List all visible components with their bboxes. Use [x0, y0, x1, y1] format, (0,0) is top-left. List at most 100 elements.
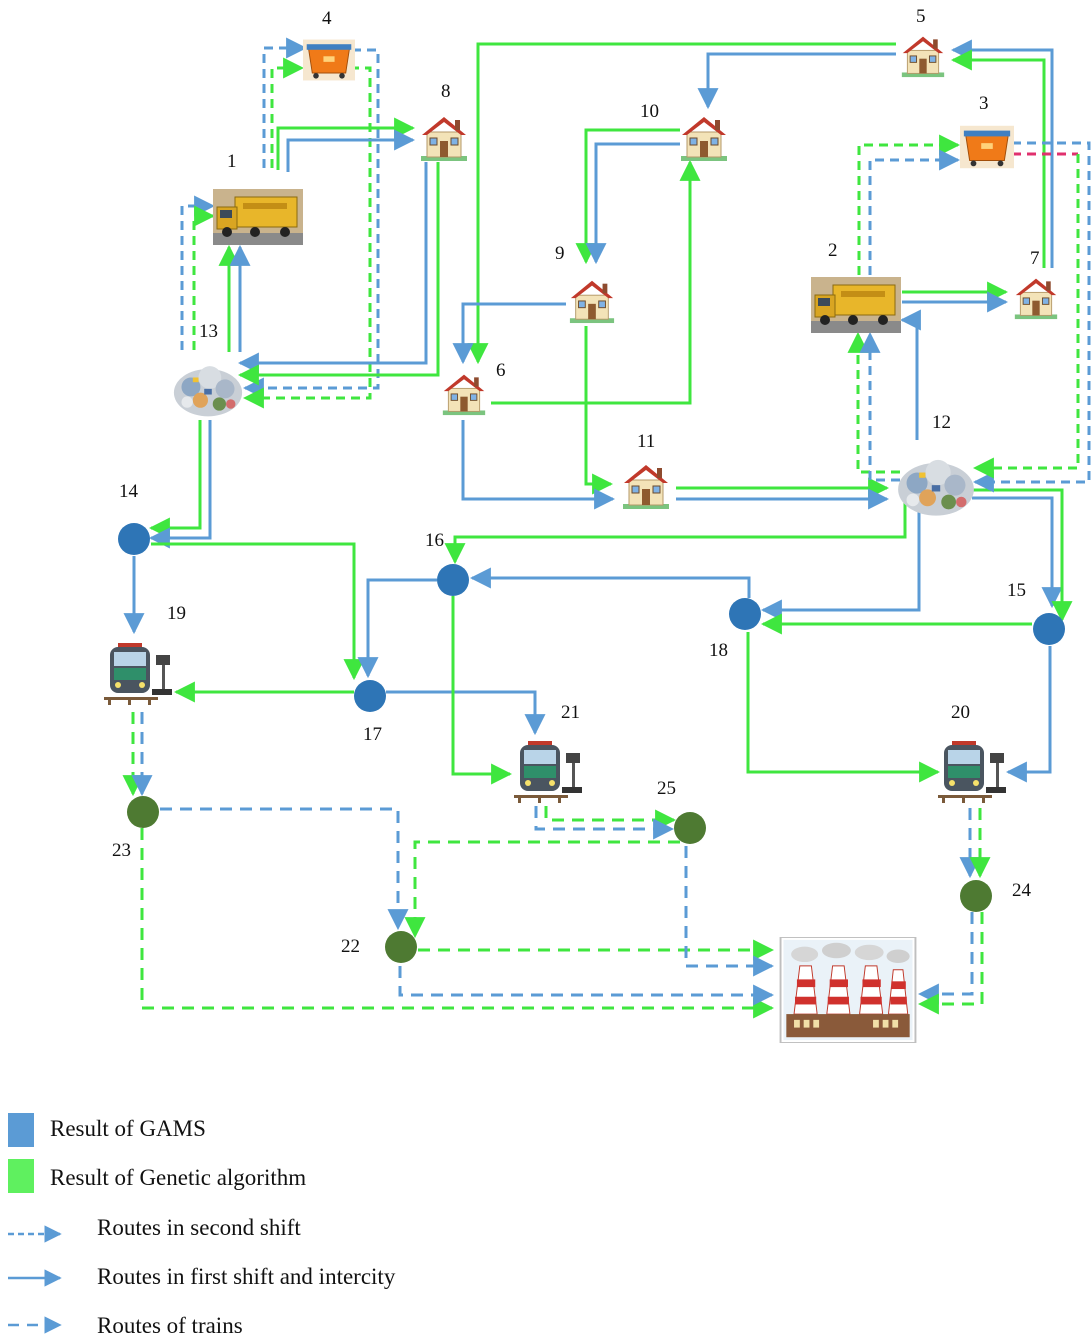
node-label: 21	[561, 702, 580, 723]
legend: Result of GAMS Result of Genetic algorit…	[8, 1113, 396, 1338]
edge-12-2-gams	[902, 320, 917, 440]
junction-dot	[729, 598, 761, 630]
edge-21-25-gams	[536, 806, 672, 829]
junction-dot	[118, 523, 150, 555]
house-icon	[623, 465, 669, 509]
node-label: 5	[916, 6, 926, 27]
node-label: 17	[363, 724, 382, 745]
junction-dot	[385, 931, 417, 963]
node-label: 8	[441, 81, 451, 102]
junction-dot	[127, 796, 159, 828]
node-13-waste-pile: 13	[174, 321, 242, 416]
legend-item-genetic: Result of Genetic algorithm	[8, 1159, 306, 1193]
node-label: 12	[932, 412, 951, 433]
edge-16-21-ga	[453, 596, 510, 774]
train-icon	[938, 741, 1006, 803]
node-label: 11	[637, 431, 655, 452]
edge-5-10-gams	[708, 54, 896, 107]
edge-13-14-ga	[151, 420, 200, 528]
node-label: 15	[1007, 580, 1026, 601]
node-label: 16	[425, 530, 444, 551]
edge-16-17-gams	[368, 580, 437, 676]
node-2-truck-depot: 2	[811, 240, 901, 333]
legend-label: Routes of trains	[97, 1313, 243, 1338]
edge-25-plant-gams	[686, 846, 772, 966]
legend-item-gams: Result of GAMS	[8, 1113, 206, 1147]
edge-2-3-ga	[859, 145, 958, 275]
house-icon	[902, 37, 944, 77]
junction-dot	[437, 564, 469, 596]
node-23-junction: 23	[112, 796, 159, 861]
edge-24-plant-gams	[920, 912, 972, 994]
truck-icon	[213, 189, 303, 245]
edge-12-2-gams-second	[870, 334, 900, 480]
house-icon	[421, 117, 467, 161]
node-16-junction: 16	[425, 530, 469, 596]
node-label: 23	[112, 840, 131, 861]
node-22-junction: 22	[341, 931, 417, 963]
node-24-junction: 24	[960, 880, 1032, 912]
legend-item-first-shift: Routes in first shift and intercity	[8, 1264, 396, 1289]
node-label: 22	[341, 936, 360, 957]
truck-icon	[811, 277, 901, 333]
edge-1-8-gams	[288, 140, 413, 172]
legend-label: Routes in second shift	[97, 1215, 301, 1240]
edge-21-25-ga	[546, 806, 674, 820]
house-icon	[1015, 279, 1057, 319]
edge-10-9-ga	[586, 130, 680, 262]
node-label: 6	[496, 360, 506, 381]
house-icon	[681, 117, 727, 161]
node-25-junction: 25	[657, 778, 706, 844]
legend-item-second-shift: Routes in second shift	[8, 1215, 301, 1240]
edge-15-20-gams	[1008, 646, 1050, 772]
node-6-house: 6	[443, 360, 506, 415]
legend-swatch-green	[8, 1159, 34, 1193]
node-label: 2	[828, 240, 838, 261]
edge-10-9-gams	[596, 144, 680, 262]
node-label: 9	[555, 243, 565, 264]
legend-label: Result of GAMS	[50, 1116, 206, 1141]
node-15-junction: 15	[1007, 580, 1065, 645]
edge-12-2-ga-second	[858, 334, 900, 472]
edge-12-16-ga	[455, 500, 905, 562]
edge-2-3-gams	[870, 160, 958, 275]
node-5-house: 5	[902, 6, 944, 77]
node-20-train-station: 20	[938, 702, 1006, 803]
node-power-plant	[781, 937, 916, 1043]
edge-25-22-ga	[415, 842, 680, 936]
dumpster-icon	[303, 40, 355, 81]
node-label: 24	[1012, 880, 1032, 901]
edge-18-16-gams	[472, 578, 749, 598]
edge-12-18-gams	[763, 512, 919, 610]
node-19-train-station: 19	[104, 603, 186, 705]
waste-pile-icon	[174, 366, 242, 416]
junction-dot	[354, 680, 386, 712]
junction-dot	[1033, 613, 1065, 645]
node-18-junction: 18	[709, 598, 761, 661]
train-icon	[514, 741, 582, 803]
legend-swatch-blue	[8, 1113, 34, 1147]
node-label: 10	[640, 101, 659, 122]
edge-23-22-gams	[160, 809, 398, 928]
node-3-dumpster: 3	[960, 93, 1014, 168]
node-label: 14	[119, 481, 139, 502]
edge-18-20-ga	[748, 632, 938, 772]
node-label: 3	[979, 93, 989, 114]
node-label: 20	[951, 702, 970, 723]
node-11-house: 11	[623, 431, 669, 509]
node-12-waste-pile: 12	[898, 412, 974, 516]
edge-6-11-gams	[463, 420, 613, 499]
house-icon	[443, 375, 485, 415]
junction-dot	[674, 812, 706, 844]
edge-22-plant-gams	[400, 966, 772, 995]
node-label: 13	[199, 321, 218, 342]
waste-pile-icon	[898, 460, 974, 516]
node-17-junction: 17	[354, 680, 386, 745]
junction-dot	[960, 880, 992, 912]
house-icon	[570, 281, 614, 323]
legend-label: Result of Genetic algorithm	[50, 1165, 306, 1190]
legend-item-trains: Routes of trains	[8, 1313, 243, 1338]
node-label: 4	[322, 8, 332, 29]
train-icon	[104, 643, 172, 705]
